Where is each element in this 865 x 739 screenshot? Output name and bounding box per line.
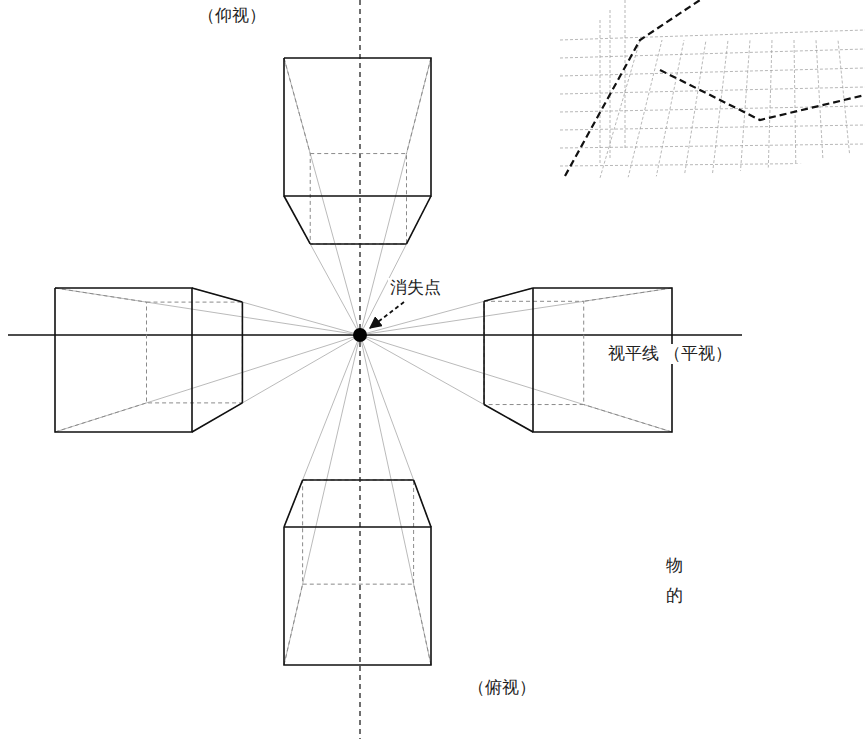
cube-edge	[242, 302, 244, 403]
grid-line	[656, 40, 684, 178]
grid-line	[560, 125, 865, 130]
grid-line	[712, 40, 728, 178]
dashed-frame	[565, 0, 700, 176]
grid-line	[560, 106, 865, 112]
cube-edge	[414, 480, 431, 527]
grid-line	[838, 40, 852, 178]
hidden-edge	[584, 405, 672, 432]
leader-arrow	[370, 302, 404, 328]
cube-front	[284, 527, 431, 665]
hidden-edge	[310, 154, 406, 244]
grid-line	[600, 20, 601, 165]
grid-line	[560, 182, 865, 184]
grid-line	[684, 40, 706, 178]
cubes	[55, 58, 672, 665]
hidden-edge	[407, 58, 431, 154]
cube-front	[55, 288, 192, 432]
horizon-line	[8, 334, 742, 336]
cube-edge	[484, 288, 533, 301]
grid-line	[816, 40, 824, 178]
vertical-axis	[359, 0, 360, 739]
cube-edge	[483, 301, 485, 404]
guide-line	[284, 335, 360, 665]
guide-line	[192, 335, 360, 432]
body-text: 的	[664, 586, 685, 606]
grid-line	[600, 40, 640, 178]
cube-edge	[192, 288, 242, 302]
cube	[360, 288, 672, 432]
hidden-edge	[584, 288, 672, 301]
grid-line	[628, 40, 662, 178]
hidden-edge	[284, 584, 303, 665]
cube-edge	[284, 480, 303, 527]
cube-front	[284, 58, 431, 196]
guide-line	[284, 196, 360, 335]
grid-line	[560, 30, 865, 40]
grid-line	[560, 163, 865, 166]
line-label: 视平线	[606, 344, 661, 364]
cube-edge	[192, 403, 242, 432]
guide-line	[360, 335, 533, 432]
view-label: （俯视）	[466, 678, 538, 698]
cube	[55, 288, 360, 432]
hidden-edge	[55, 403, 147, 432]
grid-line	[560, 68, 865, 76]
view-label: （平视）	[662, 344, 734, 364]
point-label: 消失点	[388, 278, 443, 298]
grid-line	[560, 144, 865, 148]
grid-line	[740, 40, 750, 178]
guide-line	[192, 288, 360, 335]
hidden-edge	[284, 58, 310, 154]
vanishing-point	[353, 328, 367, 342]
cube-front	[533, 288, 672, 432]
guide-line	[284, 335, 360, 527]
guide-line	[360, 288, 533, 335]
view-label: （仰视）	[196, 6, 268, 26]
grid-line	[610, 10, 611, 160]
cube-edge	[484, 405, 533, 432]
grid-line	[560, 49, 865, 58]
room-sketch	[560, 0, 865, 184]
grid-line	[625, 0, 626, 150]
hidden-edge	[303, 480, 414, 584]
grid-line	[768, 40, 772, 178]
cube-edge	[407, 196, 431, 244]
dashed-frame	[660, 70, 865, 120]
grid-line	[794, 40, 796, 178]
hidden-edge	[414, 584, 431, 665]
cube-edge	[303, 479, 414, 481]
guide-line	[360, 196, 431, 335]
guide-line	[55, 335, 360, 432]
cube-edge	[284, 196, 310, 244]
guide-line	[360, 335, 672, 432]
guide-line	[360, 335, 431, 665]
cube	[284, 335, 431, 665]
hidden-edge	[147, 302, 243, 403]
cube-edge	[310, 243, 406, 245]
hidden-edge	[55, 288, 147, 302]
guide-line	[55, 288, 360, 335]
hidden-edge	[484, 301, 584, 404]
body-text: 物	[664, 556, 685, 576]
